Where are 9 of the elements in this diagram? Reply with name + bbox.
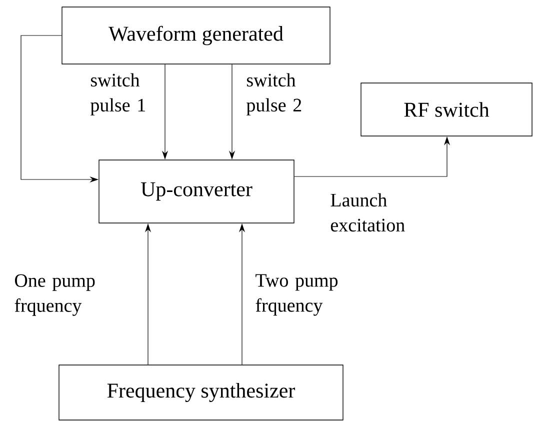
- edge-label: Two pump frquency: [256, 274, 338, 316]
- process-box: RF switch: [360, 82, 532, 136]
- process-box: Waveform generated: [62, 6, 330, 64]
- edge-label: switch pulse 2: [246, 73, 302, 116]
- edge-label: switch pulse 1: [90, 73, 145, 116]
- edge-label: Launch excitation: [330, 193, 405, 232]
- process-box: Frequency synthesizer: [58, 364, 344, 420]
- edge-label: One pump frquency: [14, 274, 95, 316]
- process-box: Up-converter: [98, 160, 294, 224]
